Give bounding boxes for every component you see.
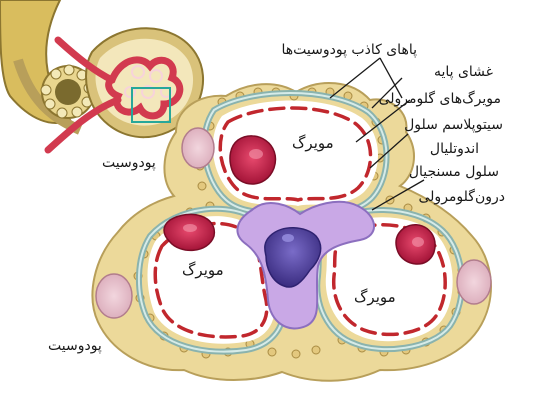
corpuscle-inset	[0, 0, 205, 154]
label-glomerular-capillaries: مویرگ‌های گلومرولی	[378, 91, 501, 107]
label-mesangial-line1: سلول مسنجیال	[408, 164, 499, 180]
podocyte-nuclei	[95, 127, 492, 319]
label-capillary-right: مویرگ	[354, 288, 396, 306]
mesangial-nucleus	[264, 227, 322, 288]
leader-lines	[329, 57, 425, 211]
label-basement-membrane: غشای پایه	[433, 64, 493, 80]
label-mesangial-line2: درون‌گلومرولی	[418, 189, 506, 205]
label-podocyte-top: پودوسیت	[102, 155, 156, 171]
endothelial-nuclei	[163, 135, 436, 265]
label-capillary-top: مویرگ	[292, 134, 334, 152]
label-podocyte-bottom: پودوسیت	[48, 338, 102, 354]
label-foot-processes: پاهای کاذب پودوسیت‌ها	[281, 42, 418, 58]
label-endothelial-cytoplasm-line2: اندوتلیال	[429, 141, 479, 157]
label-capillary-left: مویرگ	[182, 261, 224, 279]
label-endothelial-cytoplasm-line1: سیتوپلاسم سلول	[404, 117, 503, 133]
